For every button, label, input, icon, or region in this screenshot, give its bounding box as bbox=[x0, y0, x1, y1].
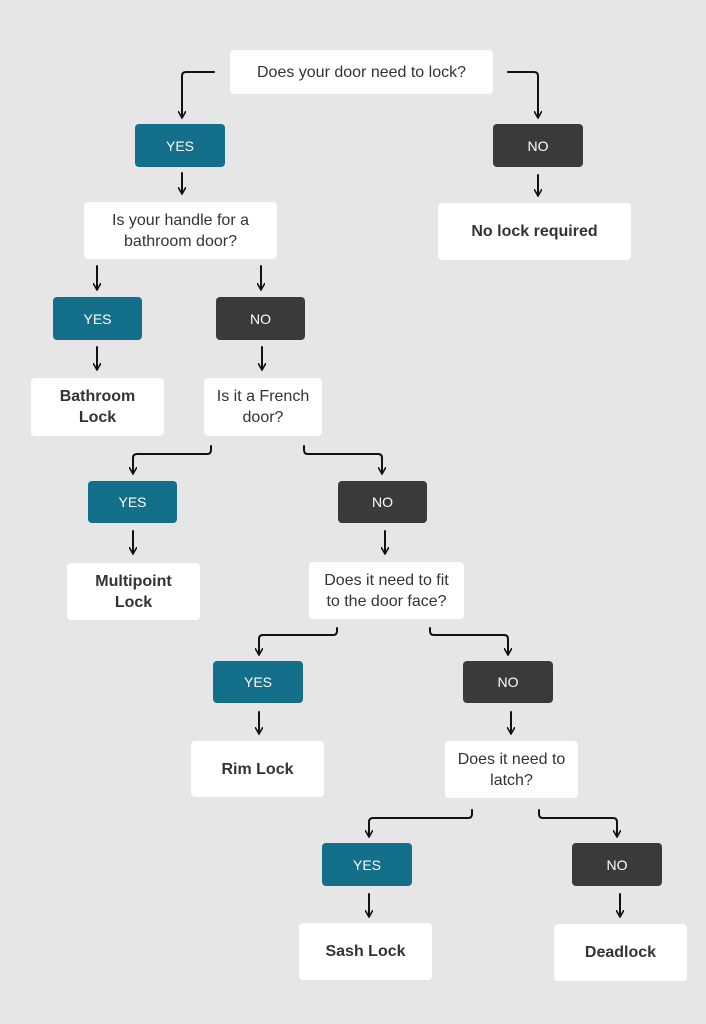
no-label: NO bbox=[527, 137, 549, 154]
no-badge-latch: NO bbox=[572, 843, 662, 886]
yes-label: YES bbox=[83, 310, 112, 327]
no-badge-door-lock: NO bbox=[493, 124, 583, 167]
no-label: NO bbox=[606, 856, 628, 873]
yes-label: YES bbox=[118, 494, 147, 510]
result-sash-lock: Sash Lock bbox=[299, 923, 432, 980]
arrow-q4-no bbox=[429, 627, 508, 654]
no-label: NO bbox=[372, 494, 393, 510]
question-french-door: Is it a French door? bbox=[204, 378, 322, 436]
no-label: NO bbox=[497, 674, 519, 690]
result-rim-lock-text: Rim Lock bbox=[221, 760, 294, 778]
yes-badge-door-face: YES bbox=[213, 661, 303, 703]
no-badge-french-door: NO bbox=[338, 481, 427, 523]
question-french-door-text: Is it a French door? bbox=[216, 388, 310, 426]
arrow-q3-no bbox=[303, 445, 382, 473]
no-badge-door-face: NO bbox=[463, 661, 553, 703]
result-multipoint-lock-text: Multipoint Lock bbox=[95, 572, 172, 611]
no-badge-bathroom: NO bbox=[216, 297, 305, 340]
arrow-q1-no bbox=[507, 71, 538, 117]
arrow-q5-yes bbox=[369, 809, 473, 836]
yes-label: YES bbox=[165, 137, 194, 154]
yes-badge-french-door: YES bbox=[88, 481, 177, 523]
arrow-q5-no bbox=[538, 809, 617, 836]
no-label: NO bbox=[250, 310, 271, 327]
question-bathroom-text: Is your handle for a bathroom door? bbox=[112, 211, 249, 250]
question-door-lock: Does your door need to lock? bbox=[230, 50, 493, 94]
yes-badge-bathroom: YES bbox=[53, 297, 142, 340]
result-rim-lock: Rim Lock bbox=[191, 741, 324, 797]
result-sash-lock-text: Sash Lock bbox=[325, 943, 406, 960]
yes-badge-door-lock: YES bbox=[135, 124, 225, 167]
question-door-face-text: Does it need to fit to the door face? bbox=[324, 571, 449, 610]
yes-badge-latch: YES bbox=[322, 843, 412, 886]
arrow-q4-yes bbox=[259, 627, 338, 654]
result-bathroom-lock: Bathroom Lock bbox=[31, 378, 164, 436]
yes-label: YES bbox=[243, 674, 272, 690]
arrow-q3-yes bbox=[133, 445, 212, 473]
result-multipoint-lock: Multipoint Lock bbox=[67, 563, 200, 620]
question-latch: Does it need to latch? bbox=[445, 741, 578, 798]
result-no-lock-required-text: No lock required bbox=[471, 223, 598, 240]
result-no-lock-required: No lock required bbox=[438, 203, 631, 260]
question-bathroom: Is your handle for a bathroom door? bbox=[84, 202, 277, 259]
yes-label: YES bbox=[352, 856, 381, 873]
question-latch-text: Does it need to latch? bbox=[457, 750, 566, 789]
result-deadlock-text: Deadlock bbox=[584, 944, 657, 961]
result-deadlock: Deadlock bbox=[554, 924, 687, 981]
arrow-q1-yes bbox=[182, 71, 215, 117]
question-door-lock-text: Does your door need to lock? bbox=[256, 63, 466, 81]
question-door-face: Does it need to fit to the door face? bbox=[309, 562, 464, 619]
result-bathroom-lock-text: Bathroom Lock bbox=[59, 388, 136, 426]
